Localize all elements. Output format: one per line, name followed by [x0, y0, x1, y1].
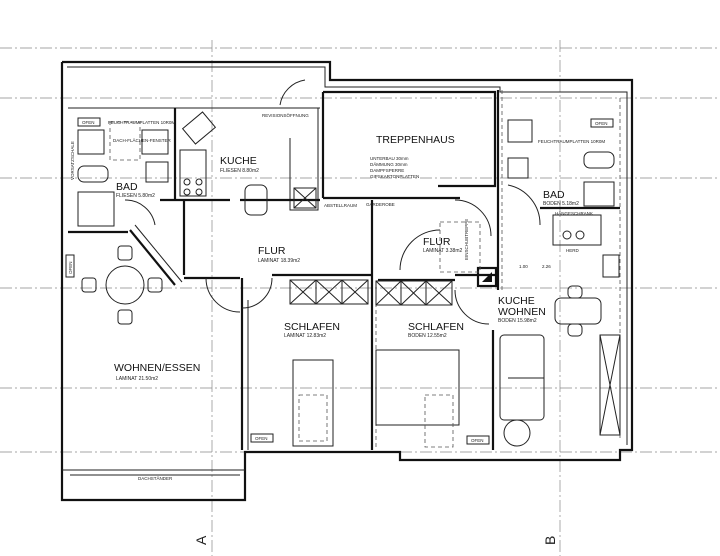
treppenhaus-note: UNTERBAU 30mm — [370, 156, 409, 161]
vorsatzschale-label: VORSATZSCHALE — [70, 141, 75, 180]
wardrobe — [375, 280, 453, 306]
treppenhaus-note: DAMPFSPERRE — [370, 168, 404, 173]
ofen-labels: OFEN OFEN OFEN OFEN OFEN — [65, 117, 614, 445]
room-floor-bad: FLIESEN 5.80m2 — [116, 193, 155, 199]
kitchen-chair — [244, 184, 268, 216]
dimension-label: 2.26 — [542, 264, 551, 269]
room-label-flur: FLUR — [423, 236, 451, 248]
chair — [117, 309, 133, 325]
herd-label: HERD — [566, 248, 580, 253]
toilet — [77, 165, 109, 183]
sink — [145, 161, 169, 183]
bed — [292, 359, 334, 447]
dining-table — [105, 265, 145, 305]
ofen-label: OFEN — [82, 120, 95, 125]
haengeschrank-label: HÄNGESCHRANK — [555, 210, 593, 216]
room-label-kueche-wohnen: KUCHE — [498, 295, 535, 307]
kitchen-sink — [181, 111, 217, 145]
room-label-schlafen: SCHLAFEN — [284, 321, 340, 333]
garderobe-label: GARDEROBE — [366, 202, 395, 207]
feuchtraum-label: FEUCHTRAUMPLATTEN 10R0M — [108, 120, 175, 125]
room-label-wohnen-essen: WOHNEN/ESSEN — [114, 362, 200, 374]
outer-walls — [60, 60, 634, 502]
chair — [117, 245, 133, 261]
grid-axes — [0, 40, 720, 556]
einschubtreppe-label: EINSCHUBTREPPE — [464, 219, 469, 260]
room-label-flur: FLUR — [258, 245, 286, 257]
room-floor-flur: LAMINAT 3.38m2 — [423, 248, 462, 254]
bathtub — [77, 191, 115, 227]
room-label-kueche: KUCHE — [220, 155, 257, 167]
interior-walls — [68, 90, 620, 450]
dimension-label: 1.00 — [519, 264, 528, 269]
furniture — [77, 111, 621, 448]
wardrobe — [289, 279, 369, 305]
treppenhaus-note: GIPSKARTONPLATTEN — [370, 174, 419, 179]
chimney — [476, 266, 498, 288]
room-label-treppenhaus: TREPPENHAUS — [376, 134, 455, 146]
kitchen-table — [554, 297, 602, 325]
chair — [147, 277, 163, 293]
chair — [81, 277, 97, 293]
room-floor-kueche-wohnen: BODEN 15.98m2 — [498, 318, 537, 324]
room-floor-flur: LAMINAT 18.39m2 — [258, 258, 300, 264]
room-floor-wohnen-essen: LAMINAT 21.50m2 — [116, 376, 158, 382]
axis-label-b: B — [542, 536, 558, 545]
room-label-schlafen: SCHLAFEN — [408, 321, 464, 333]
kitchen-counter — [599, 334, 621, 436]
room-label-bad: BAD — [543, 189, 565, 201]
room-floor-schlafen: LAMINAT 12.83m2 — [284, 333, 326, 339]
ofen-label: OFEN — [595, 121, 608, 126]
room-floor-schlafen: BODEN 12.55m2 — [408, 333, 447, 339]
room-floor-kueche: FLIESEN 8.80m2 — [220, 168, 259, 174]
ofen-label: OFEN — [471, 438, 484, 443]
dachfenster-label: DACH-FLÄCHEN-FENSTER — [113, 137, 172, 143]
stove — [179, 149, 207, 197]
treppenhaus-note: DÄMMUNG 30mm — [370, 161, 408, 167]
room-floor-bad: BODEN 5.18m2 — [543, 201, 579, 207]
abstellraum-label: ABSTELLRAUM — [324, 203, 357, 208]
bed — [375, 349, 460, 426]
side-table — [503, 419, 531, 447]
revision-label: REVISIONSÖFFNUNG — [262, 112, 309, 118]
ofen-label: OFEN — [255, 436, 268, 441]
axis-label-a: A — [193, 535, 209, 545]
shower — [77, 129, 105, 155]
shower — [141, 129, 169, 155]
dachstaender-label: DACHSTÄNDER — [138, 475, 173, 481]
room-label-bad: BAD — [116, 181, 138, 193]
room-label-kueche-wohnen: WOHNEN — [498, 306, 546, 318]
feuchtraum-label: FEUCHTRAUMPLATTEN 10R0M — [538, 139, 605, 144]
doors — [124, 79, 541, 325]
ofen-label: OFEN — [68, 261, 73, 274]
